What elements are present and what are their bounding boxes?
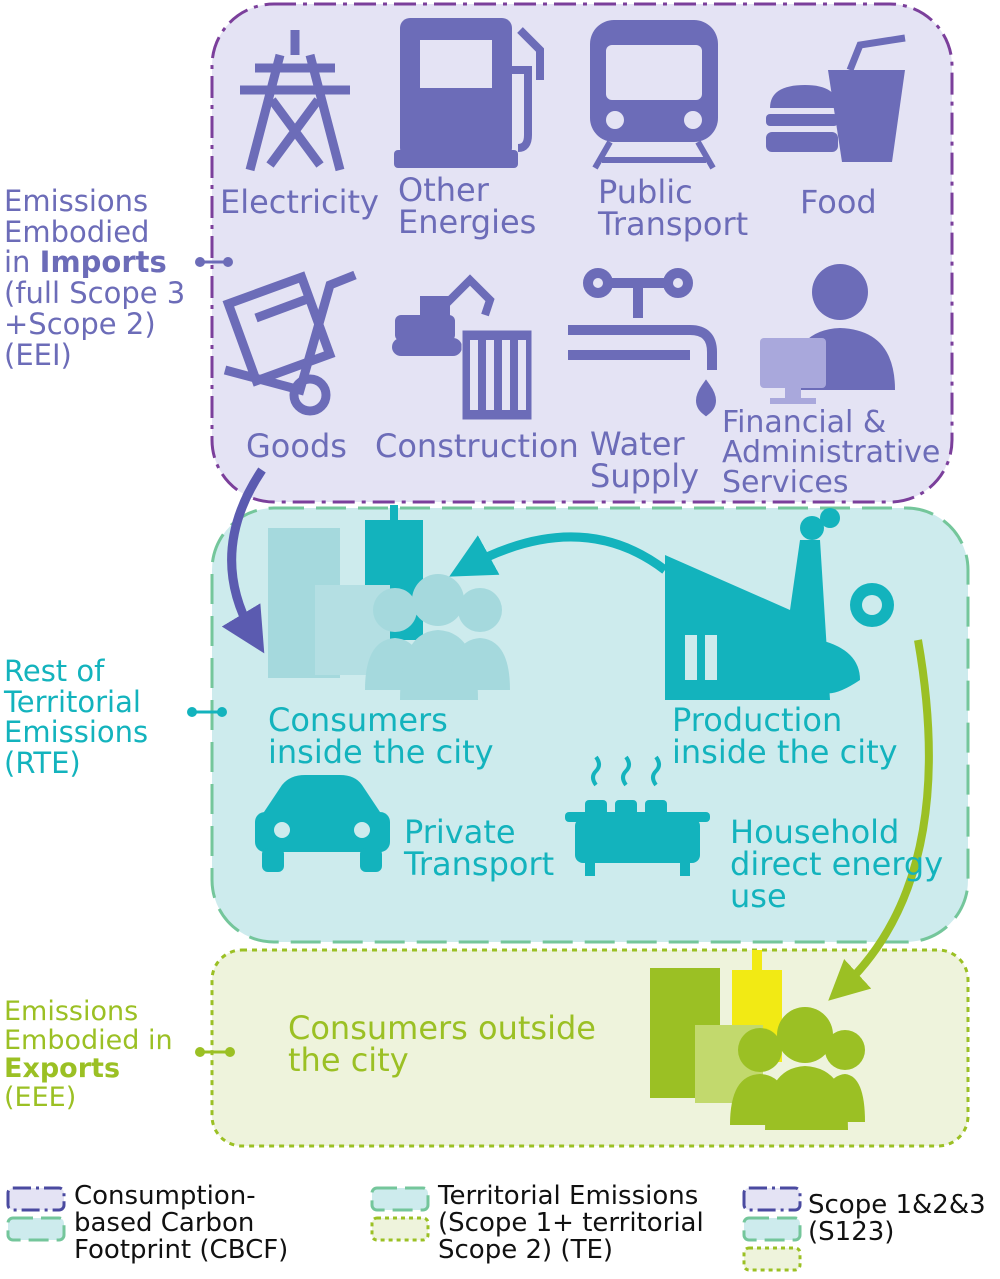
territorial-side-label: Rest of Territorial Emissions (RTE)	[4, 654, 149, 781]
imports-to-consumers-arrow	[221, 467, 266, 654]
train-icon	[590, 20, 718, 170]
legend-te-label: Territorial Emissions (Scope 1+ territor…	[438, 1181, 704, 1265]
hand-truck-icon	[222, 270, 357, 416]
construction-label: Construction	[375, 427, 579, 465]
factory-icon	[665, 508, 894, 700]
office-worker-icon	[760, 264, 895, 404]
water-supply-label: Water Supply	[590, 425, 700, 495]
consumers-inside-label: Consumers inside the city	[268, 701, 494, 771]
production-inside-label: Production inside the city	[672, 701, 898, 771]
electricity-label: Electricity	[220, 183, 379, 221]
cooktop-icon	[565, 755, 710, 876]
legend-swatch-s123	[742, 1186, 802, 1272]
production-to-consumers-arrow	[449, 532, 668, 577]
outside-city-people-icon	[650, 950, 865, 1130]
legend-cbcf-label: Consumption- based Carbon Footprint (CBC…	[74, 1181, 289, 1265]
city-buildings-icon	[268, 505, 510, 700]
household-energy-label: Household direct energy use	[730, 813, 944, 915]
exports-side-label: Emissions Embodied in Exports (EEE)	[4, 996, 173, 1113]
goods-label: Goods	[246, 427, 347, 465]
territorial-connector	[187, 707, 227, 717]
consumers-outside-label: Consumers outside the city	[288, 1009, 596, 1079]
excavator-building-icon	[392, 274, 533, 421]
public-transport-label: Public Transport	[598, 173, 749, 243]
legend-swatch-te	[370, 1186, 430, 1242]
legend-s123-label: Scope 1&2&3 (S123)	[808, 1190, 986, 1247]
production-to-exports-arrow	[828, 639, 933, 1001]
imports-side-label: Emissions Embodied in Imports (full Scop…	[4, 184, 186, 372]
exports-connector	[195, 1047, 235, 1057]
imports-connector	[195, 257, 233, 267]
food-label: Food	[800, 183, 877, 221]
financial-services-label: Financial & Administrative Services	[722, 405, 941, 500]
water-tap-icon	[568, 268, 717, 417]
car-icon	[255, 775, 390, 872]
pylon-icon	[240, 30, 350, 172]
fast-food-icon	[766, 34, 906, 162]
legend-swatch-cbcf	[6, 1186, 66, 1242]
private-transport-label: Private Transport	[404, 813, 555, 883]
other-energies-label: Other Energies	[398, 171, 537, 241]
fuel-pump-icon	[394, 18, 544, 168]
